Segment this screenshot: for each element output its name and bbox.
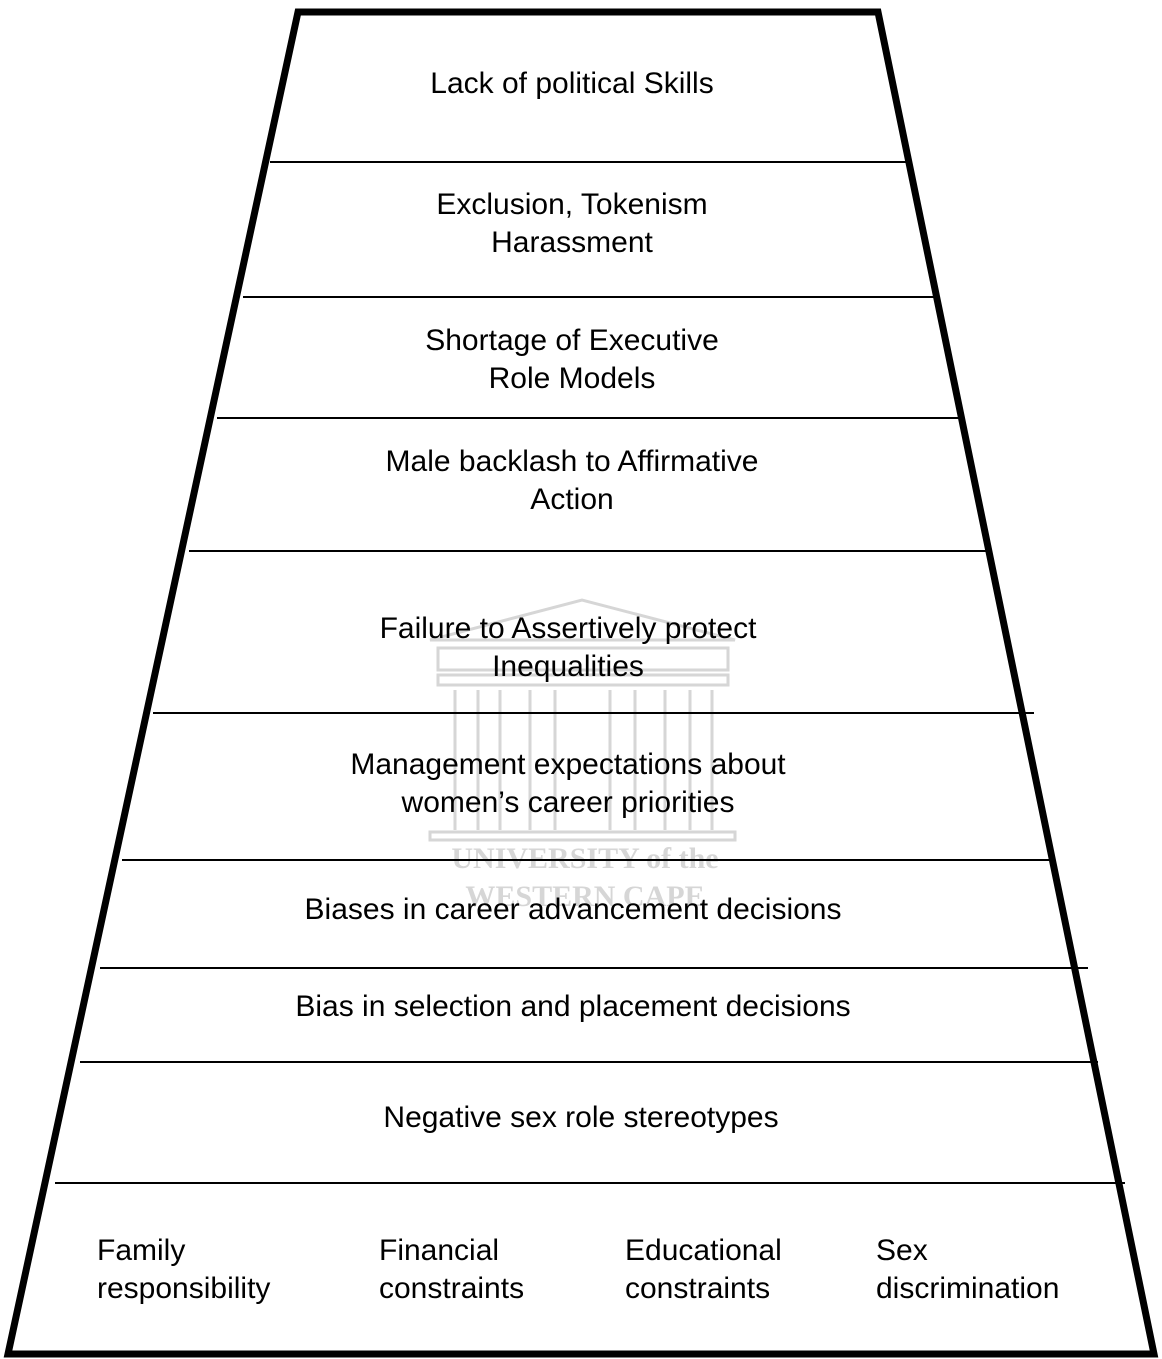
layer-label-selection-placement: Bias in selection and placement decision… — [295, 990, 851, 1023]
layer-label-failure-to-protect: Failure to Assertively protect Inequalit… — [379, 612, 757, 683]
layer-label-political-skills: Lack of political Skills — [430, 67, 714, 100]
watermark-building-icon — [429, 598, 736, 642]
layer-label-management-expectations: Management expectations about women’s ca… — [350, 748, 786, 819]
watermark-university-text: UNIVERSITY of the — [451, 842, 718, 875]
layer-label-career-advancement: Biases in career advancement decisions — [304, 893, 842, 926]
pyramid-outline — [3, 8, 1159, 1358]
base-label-educational: Educational constraints — [625, 1234, 782, 1305]
layer-label-male-backlash: Male backlash to Affirmative Action — [385, 445, 759, 516]
layer-dividers — [55, 161, 1125, 1184]
watermark-western-cape-text: WESTERN CAPE — [465, 880, 704, 913]
layer-label-role-models: Shortage of Executive Role Models — [425, 324, 719, 395]
layer-label-sex-role-stereotypes: Negative sex role stereotypes — [383, 1101, 779, 1134]
base-label-family: Family responsibility — [97, 1234, 271, 1305]
base-label-financial: Financial constraints — [379, 1234, 525, 1305]
layer-label-exclusion: Exclusion, Tokenism Harassment — [436, 188, 708, 259]
base-label-sex-discrimination: Sex discrimination — [876, 1234, 1060, 1305]
